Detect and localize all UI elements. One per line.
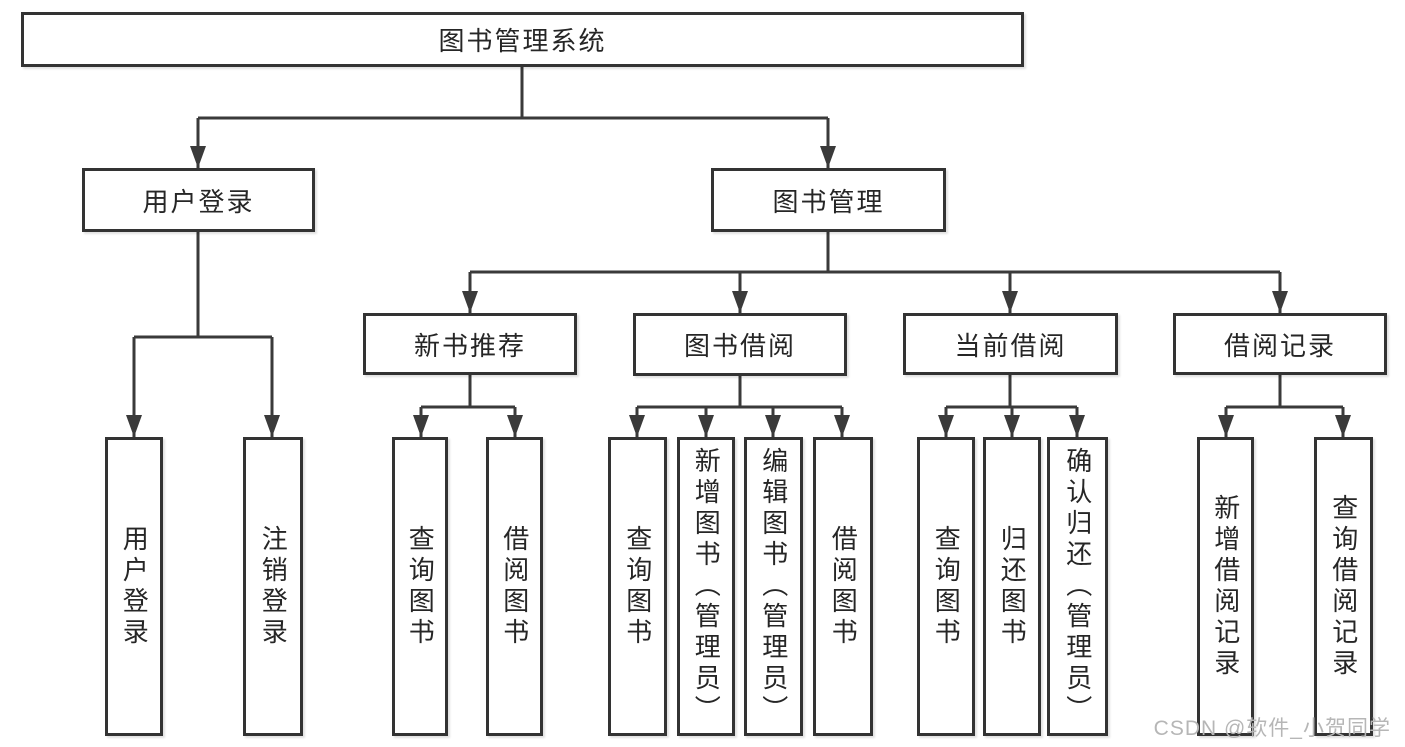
- node-borrow-books-recommend: 借阅图书: [486, 437, 543, 736]
- node-label: 查询借阅记录: [1328, 493, 1359, 680]
- node-label: 图书管理: [772, 186, 885, 217]
- arrowheads: [126, 146, 1351, 437]
- node-label: 借阅图书: [499, 524, 530, 649]
- node-label: 查询图书: [931, 524, 962, 649]
- node-label: 编辑图书（管理员）: [758, 447, 789, 726]
- node-label: 查询图书: [622, 524, 653, 649]
- node-book-borrowing: 图书借阅: [633, 313, 847, 376]
- node-label: 归还图书: [997, 524, 1028, 649]
- node-label: 新增借阅记录: [1210, 493, 1241, 680]
- node-query-borrow-record: 查询借阅记录: [1314, 437, 1373, 736]
- node-user-login: 用户登录: [82, 168, 315, 232]
- node-label: 新书推荐: [413, 330, 526, 361]
- node-label: 新增图书（管理员）: [691, 447, 722, 726]
- node-label: 用户登录: [142, 186, 255, 217]
- csdn-watermark: CSDN @软件_小贺同学: [1153, 717, 1391, 740]
- node-label: 当前借阅: [954, 330, 1067, 361]
- node-label: 用户登录: [119, 524, 150, 649]
- node-current-borrowing: 当前借阅: [903, 313, 1118, 375]
- node-add-book-admin: 新增图书（管理员）: [677, 437, 735, 736]
- node-library-management-system: 图书管理系统: [21, 12, 1024, 67]
- node-label: 确认归还（管理员）: [1062, 447, 1093, 726]
- node-user-login-action: 用户登录: [105, 437, 163, 736]
- node-label: 借阅记录: [1223, 330, 1336, 361]
- node-edit-book-admin: 编辑图书（管理员）: [744, 437, 803, 736]
- node-new-book-recommendation: 新书推荐: [363, 313, 577, 375]
- node-label: 借阅图书: [828, 524, 859, 649]
- node-query-books-recommend: 查询图书: [392, 437, 448, 736]
- node-label: 注销登录: [258, 524, 289, 649]
- node-confirm-return-admin: 确认归还（管理员）: [1047, 437, 1108, 736]
- node-borrowing-records: 借阅记录: [1173, 313, 1387, 375]
- node-label: 图书借阅: [683, 331, 796, 361]
- node-query-books-borrowing: 查询图书: [608, 437, 667, 736]
- node-logout-action: 注销登录: [243, 437, 303, 736]
- node-borrow-books-borrowing: 借阅图书: [813, 437, 873, 736]
- node-book-management: 图书管理: [711, 168, 946, 232]
- node-return-book: 归还图书: [983, 437, 1041, 736]
- node-label: 图书管理系统: [438, 26, 607, 56]
- node-add-borrow-record: 新增借阅记录: [1197, 437, 1254, 736]
- node-label: 查询图书: [405, 524, 436, 649]
- node-query-books-current: 查询图书: [917, 437, 975, 736]
